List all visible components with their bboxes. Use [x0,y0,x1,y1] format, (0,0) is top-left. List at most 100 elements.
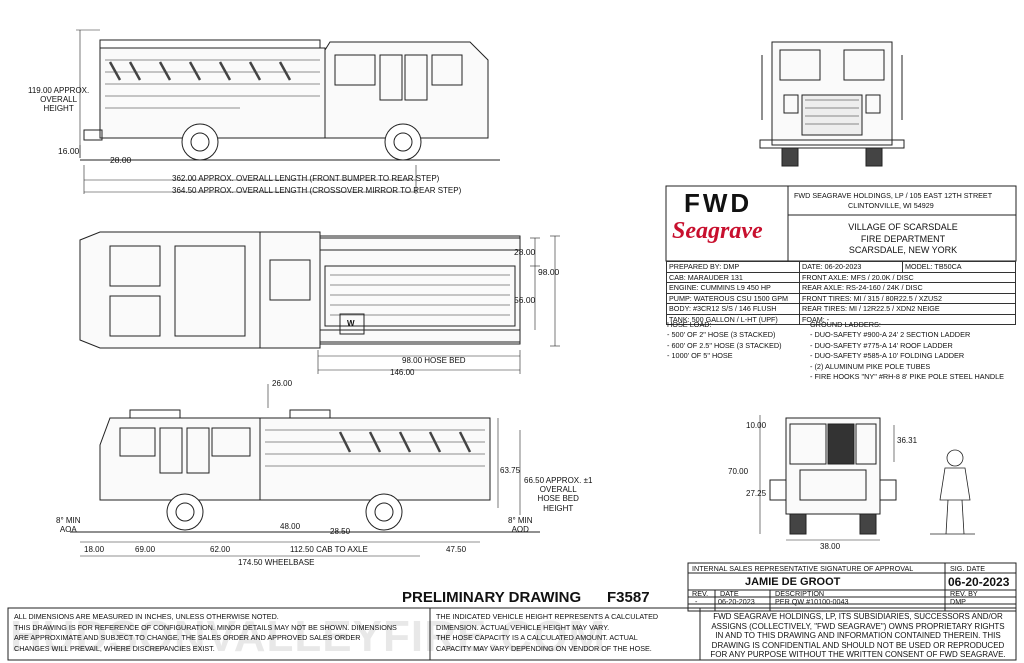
hose-bed-dim: 98.00 HOSE BED [402,356,466,365]
overall-height-label: OVERALL [40,95,78,105]
customer-line-1: VILLAGE OF SCARSDALE [848,222,958,232]
front-view [759,41,905,167]
note-line: ASSIGNS (COLLECTIVELY, "FWD SEAGRAVE") O… [711,621,1005,631]
spec-model: MODEL: TB50CA [902,261,1016,273]
spec-rear-axle: REAR AXLE: RS-24-160 / 24K / DISC [799,282,1016,294]
description-header: DESCRIPTION [775,589,825,598]
signature-block-lines [687,562,1017,612]
spec-prepared-by: PREPARED BY: DMP [666,261,800,273]
cab-to-axle-dim: 112.50 CAB TO AXLE [290,545,368,554]
wheelbase-dim: 174.50 WHEELBASE [238,558,315,567]
overall-height-label-2: HEIGHT [43,104,74,114]
ground-ladders-list: GROUND LADDERS: - DUO-SAFETY #900-A 24' … [810,320,1004,382]
note-line: FOR ANY PURPOSE WITHOUT THE WRITTEN CONS… [710,650,1006,660]
rev-header: REV. [692,589,709,598]
aoa-label: AOA [59,525,77,535]
fwd-logo: FWD [684,188,753,218]
rear-dim-3631: 36.31 [897,436,918,445]
title-block-lines [665,185,1017,262]
spec-date: DATE: 06-20-2023 [799,261,903,273]
rev-description-value: PER QW #10100-0043 [775,597,849,606]
date-header: DATE [720,589,739,598]
side-view-bottom [70,409,540,533]
spec-pump: PUMP: WATEROUS CSU 1500 GPM [666,292,800,304]
note-line: ARE APPROXIMATE AND SUBJECT TO CHANGE. T… [14,633,361,642]
company-address-2: CLINTONVILLE, WI 54929 [848,201,934,210]
rev-by-value: DMP [950,597,966,606]
plan-dim-28: 28.00 [514,247,536,257]
note-line: THE INDICATED VEHICLE HEIGHT REPRESENTS … [436,612,659,621]
rear-dim-10: 10.00 [746,421,767,430]
overall-length-mirror-dim: 364.50 APPROX. OVERALL LENGTH (CROSSOVER… [172,186,462,195]
list-item: - FIRE HOOKS "NY" #RH-8 8' PIKE POLE STE… [810,372,1005,382]
list-item: - DUO-SAFETY #900-A 24' 2 SECTION LADDER [810,330,971,340]
customer-line-2: FIRE DEPARTMENT [860,233,946,244]
list-item: - 600' OF 2.5" HOSE (3 STACKED) [667,340,782,350]
hose-bed-height-l3: HOSE BED [537,494,579,504]
overall-length-dim: 362.00 APPROX. OVERALL LENGTH (FRONT BUM… [172,174,440,183]
spec-body: BODY: #3CR12 S/S / 146 FLUSH [666,303,800,315]
note-line: DIMENSION. ACTUAL VEHICLE HEIGHT MAY VAR… [436,622,610,632]
plan-dim-56: 56.00 [514,295,536,305]
seagrave-logo: Seagrave [672,218,763,244]
spec-foam: FOAM: - [799,313,1016,325]
plan-w-marker: W [347,319,355,328]
list-item: - DUO-SAFETY #585-A 10' FOLDING LADDER [810,351,965,361]
spec-front-axle: FRONT AXLE: MFS / 20.0K / DISC [799,271,1016,283]
rear-view [769,417,897,535]
spec-table: PREPARED BY: DMP DATE: 06-20-2023 MODEL:… [666,261,1016,325]
drawing-title: PRELIMINARY DRAWING [402,589,582,606]
note-line: CAPACITY MAY VARY DEPENDING ON VENDOR OF… [436,643,652,653]
aoa-value: 8° MIN [56,516,81,525]
ground-ladders-title: GROUND LADDERS: [810,320,881,329]
body-length-dim: 146.00 [390,368,415,377]
list-item: - 500' OF 2" HOSE (3 STACKED) [667,330,776,340]
rear-dim-2725: 27.25 [746,489,767,498]
hose-bed-height-l4: HEIGHT [543,503,574,513]
rear-dim-38: 38.00 [820,542,841,551]
approach-angle-dim: 8° MIN AOA [56,516,81,534]
sig-date-header: SIG. DATE [950,564,986,573]
dim-6900: 69.00 [135,545,156,554]
dim-6200: 62.00 [210,545,231,554]
rev-by-header: REV. BY [950,589,978,598]
aod-label: AOD [511,525,529,535]
note-line: DRAWING IS CONFIDENTIAL AND SHOULD NOT B… [711,640,1005,650]
signer-name: JAMIE DE GROOT [745,576,841,588]
notes-frame [7,607,1017,661]
list-item: - (2) ALUMINUM PIKE POLE TUBES [810,361,931,371]
firefighter-figure [930,449,975,535]
step-height-dim: 16.00 [58,146,80,156]
plan-view [79,231,521,349]
side-view-top [80,39,500,161]
hose-bed-height-l2: OVERALL [539,485,577,495]
drawing-number: F3587 [607,589,650,606]
overall-height-dim: 119.00 APPROX. OVERALL HEIGHT [28,86,89,114]
hose-bed-height-dim: 66.50 APPROX. ±1 OVERALL HOSE BED HEIGHT [524,476,592,513]
note-line: THE HOSE CAPACITY IS A CALCULATED AMOUNT… [436,633,638,642]
departure-angle-dim: 8° MIN AOD [508,516,533,534]
dim-6375: 63.75 [500,466,521,475]
plan-dim-98: 98.00 [538,267,560,277]
bumper-dim: 28.00 [110,155,132,165]
signature-header: INTERNAL SALES REPRESENTATIVE SIGNATURE … [692,564,914,573]
aod-value: 8° MIN [508,516,533,525]
rev-date-value: 06-20-2023 [718,597,755,606]
spec-front-tires: FRONT TIRES: MI / 315 / 80R22.5 / XZUS2 [799,292,1016,304]
customer-line-3: SCARSDALE, NEW YORK [848,245,958,255]
dimension-notes: ALL DIMENSIONS ARE MEASURED IN INCHES, U… [14,612,397,654]
capacity-notes: THE INDICATED VEHICLE HEIGHT REPRESENTS … [436,612,658,654]
spec-engine: ENGINE: CUMMINS L9 450 HP [666,282,800,294]
spec-cab: CAB: MARAUDER 131 [666,271,800,283]
note-line: THIS DRAWING IS FOR REFERENCE OF CONFIGU… [14,622,397,632]
dim-4800: 48.00 [280,522,301,531]
rev-value: - [695,597,698,606]
dim-1800: 18.00 [84,545,105,554]
note-line: FWD SEAGRAVE HOLDINGS, LP, ITS SUBSIDIAR… [713,612,1003,621]
note-line: IN AND TO THIS DRAWING AND INFORMATION C… [715,631,1001,641]
rear-dim-70: 70.00 [728,467,749,476]
hose-load-list: HOSE LOAD: - 500' OF 2" HOSE (3 STACKED)… [667,320,782,362]
proprietary-notice: FWD SEAGRAVE HOLDINGS, LP, ITS SUBSIDIAR… [702,612,1014,660]
overall-height-value: 119.00 APPROX. [28,86,90,95]
